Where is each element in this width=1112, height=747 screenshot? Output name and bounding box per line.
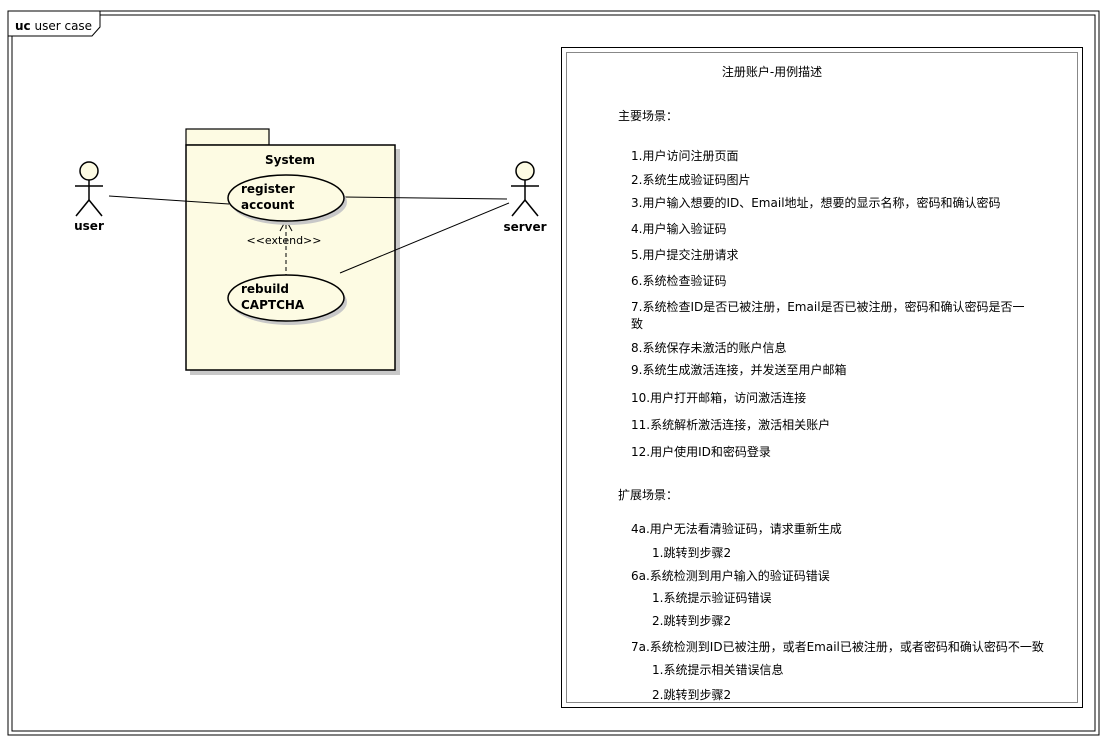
frame-tab	[7, 10, 101, 37]
assoc-user-register	[108, 195, 230, 205]
package-tab	[185, 128, 270, 146]
main-scenario-heading: 主要场景：	[618, 109, 679, 123]
ext-7a: 7a.系统检测到ID已被注册，或者Email已被注册，或者密码和确认密码不一致	[631, 640, 1044, 654]
main-step-3: 3.用户输入想要的ID、Email地址，想要的显示名称，密码和确认密码	[631, 196, 1001, 210]
ext-7a-step-2: 2.跳转到步骤2	[652, 688, 732, 702]
actor-user-label: user	[74, 219, 104, 233]
use-case-register-account[interactable]	[227, 174, 345, 222]
main-step-1: 1.用户访问注册页面	[631, 149, 739, 163]
use-case-rebuild-captcha[interactable]	[227, 274, 345, 322]
main-step-8: 8.系统保存未激活的账户信息	[631, 341, 787, 355]
main-step-11: 11.系统解析激活连接，激活相关账户	[631, 418, 831, 432]
diagram-frame-inner	[11, 14, 1096, 732]
actor-user-head	[79, 161, 99, 181]
extend-label: <<extend>>	[247, 234, 322, 247]
assoc-server-register	[343, 196, 508, 200]
use-case-rebuild-line2: CAPTCHA	[241, 298, 305, 312]
ext-7a-step-1: 1.系统提示相关错误信息	[652, 663, 784, 677]
use-case-rebuild-line1: rebuild	[241, 282, 289, 296]
use-case-register-line1: register	[241, 182, 295, 196]
actor-server[interactable]	[511, 161, 539, 217]
frame-tab-label: uc user case	[15, 19, 92, 33]
ext-6a-step-1: 1.系统提示验证码错误	[652, 591, 772, 605]
main-step-6: 6.系统检查验证码	[631, 274, 727, 288]
description-title: 注册账户-用例描述	[721, 65, 823, 79]
assoc-server-rebuild	[339, 202, 510, 274]
main-step-9: 9.系统生成激活连接，并发送至用户邮箱	[631, 363, 847, 377]
actor-user[interactable]	[75, 161, 103, 217]
main-step-7: 7.系统检查ID是否已被注册，Email是否已被注册，密码和确认密码是否一致	[631, 300, 1025, 331]
main-step-12: 12.用户使用ID和密码登录	[631, 445, 771, 459]
actor-server-head	[515, 161, 535, 181]
main-step-4: 4.用户输入验证码	[631, 222, 727, 236]
ext-4a: 4a.用户无法看清验证码，请求重新生成	[631, 522, 842, 536]
extension-scenario-heading: 扩展场景：	[618, 488, 679, 502]
ext-6a-step-2: 2.跳转到步骤2	[652, 614, 732, 628]
use-case-register-line2: account	[241, 198, 295, 212]
ext-4a-step-1: 1.跳转到步骤2	[652, 546, 732, 560]
use-case-description-inner	[566, 52, 1078, 703]
main-step-10: 10.用户打开邮箱，访问激活连接	[631, 391, 807, 405]
actor-server-label: server	[503, 220, 546, 234]
ext-6a: 6a.系统检测到用户输入的验证码错误	[631, 569, 830, 583]
main-step-5: 5.用户提交注册请求	[631, 248, 739, 262]
package-name: System	[265, 153, 315, 167]
main-step-2: 2.系统生成验证码图片	[631, 173, 751, 187]
diagram-frame	[7, 10, 1100, 736]
use-case-description-box	[561, 47, 1083, 708]
